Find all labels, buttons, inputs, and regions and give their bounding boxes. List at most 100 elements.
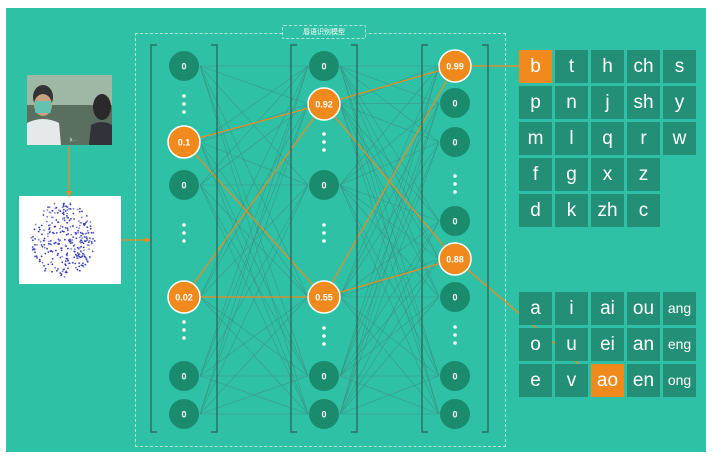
- ellipsis-dot: [182, 94, 186, 98]
- layer-bracket-left: [151, 45, 157, 432]
- network-node: 0.88: [439, 243, 471, 275]
- initial-tile-n: n: [555, 86, 588, 119]
- node-value: 0: [321, 372, 326, 382]
- initial-tile-l: l: [555, 122, 588, 155]
- final-tile-eng: eng: [663, 328, 696, 361]
- highlighted-edge: [184, 142, 324, 297]
- final-tile-a: a: [519, 292, 552, 325]
- network-node: 0: [309, 170, 339, 200]
- initial-tile-zh: zh: [591, 194, 624, 227]
- network-edge: [340, 221, 439, 414]
- ellipsis-dot: [322, 342, 326, 346]
- ellipsis-dot: [182, 231, 186, 235]
- ellipsis-dot: [182, 239, 186, 243]
- initial-tile-sh: sh: [627, 86, 660, 119]
- final-tile-u: u: [555, 328, 588, 361]
- node-value: 0: [181, 181, 186, 191]
- network-node: 0: [440, 282, 470, 312]
- final-tile-i: i: [555, 292, 588, 325]
- ellipsis-dot: [182, 320, 186, 324]
- network-edge: [340, 221, 439, 376]
- ellipsis-dot: [322, 140, 326, 144]
- initial-tile-q: q: [591, 122, 624, 155]
- network-node: 0.99: [439, 50, 471, 82]
- ellipsis-dot: [322, 223, 326, 227]
- node-value: 0.1: [178, 138, 191, 148]
- network-edge: [200, 142, 308, 414]
- initial-tile-w: w: [663, 122, 696, 155]
- node-value: 0.92: [315, 100, 333, 110]
- network-node: 0: [309, 361, 339, 391]
- layer-bracket-right: [482, 45, 488, 432]
- final-tile-ei: ei: [591, 328, 624, 361]
- node-value: 0.55: [315, 293, 333, 303]
- initial-tile-m: m: [519, 122, 552, 155]
- ellipsis-dot: [453, 325, 457, 329]
- ellipsis-dot: [453, 341, 457, 345]
- network-node: 0.1: [168, 126, 200, 158]
- final-tile-an: an: [627, 328, 660, 361]
- network-node: 0: [309, 399, 339, 429]
- ellipsis-dot: [322, 326, 326, 330]
- ellipsis-dot: [182, 223, 186, 227]
- network-edge: [340, 142, 439, 185]
- final-tile-ong: ong: [663, 364, 696, 397]
- network-node: 0: [169, 51, 199, 81]
- network-node: 0: [169, 399, 199, 429]
- network-node: 0: [440, 361, 470, 391]
- initial-tile-t: t: [555, 50, 588, 83]
- highlighted-edge: [324, 66, 455, 297]
- initial-tile-s: s: [663, 50, 696, 83]
- initial-tile-ch: ch: [627, 50, 660, 83]
- ellipsis-dot: [453, 174, 457, 178]
- highlighted-edge: [324, 259, 455, 297]
- network-node: 0: [309, 51, 339, 81]
- arrowhead: [66, 191, 72, 197]
- ellipsis-dot: [182, 102, 186, 106]
- initial-tile-f: f: [519, 158, 552, 191]
- initial-tile-r: r: [627, 122, 660, 155]
- initial-tile-x: x: [591, 158, 624, 191]
- node-value: 0: [452, 410, 457, 420]
- final-tile-ao: ao: [591, 364, 624, 397]
- network-edge: [340, 104, 439, 142]
- final-tile-ai: ai: [591, 292, 624, 325]
- ellipsis-dot: [453, 190, 457, 194]
- ellipsis-dot: [322, 231, 326, 235]
- network-node: 0.02: [168, 281, 200, 313]
- initial-tile-d: d: [519, 194, 552, 227]
- network-edge: [200, 66, 308, 104]
- node-value: 0: [181, 62, 186, 72]
- network-node: 0.92: [308, 88, 340, 120]
- network-node: 0: [440, 127, 470, 157]
- network-node: 0: [169, 170, 199, 200]
- ellipsis-dot: [322, 239, 326, 243]
- ellipsis-dot: [322, 148, 326, 152]
- network-edge: [340, 259, 439, 414]
- initial-tile-b: b: [519, 50, 552, 83]
- node-value: 0: [181, 410, 186, 420]
- network-edge: [200, 66, 308, 142]
- network-node: 0: [440, 399, 470, 429]
- node-value: 0: [321, 62, 326, 72]
- arrowhead: [145, 237, 151, 243]
- final-tile-o: o: [519, 328, 552, 361]
- ellipsis-dot: [322, 132, 326, 136]
- ellipsis-dot: [182, 336, 186, 340]
- node-value: 0: [452, 138, 457, 148]
- network-edge: [340, 66, 439, 185]
- ellipsis-dot: [182, 328, 186, 332]
- final-tile-ang: ang: [663, 292, 696, 325]
- initial-tile-j: j: [591, 86, 624, 119]
- network-node: 0: [440, 88, 470, 118]
- ellipsis-dot: [453, 182, 457, 186]
- node-value: 0: [321, 410, 326, 420]
- final-tile-ou: ou: [627, 292, 660, 325]
- initial-tile-c: c: [627, 194, 660, 227]
- final-tile-e: e: [519, 364, 552, 397]
- initial-tile-p: p: [519, 86, 552, 119]
- initial-tile-z: z: [627, 158, 660, 191]
- network-node: 0: [169, 361, 199, 391]
- initial-tile-g: g: [555, 158, 588, 191]
- initial-tile-h: h: [591, 50, 624, 83]
